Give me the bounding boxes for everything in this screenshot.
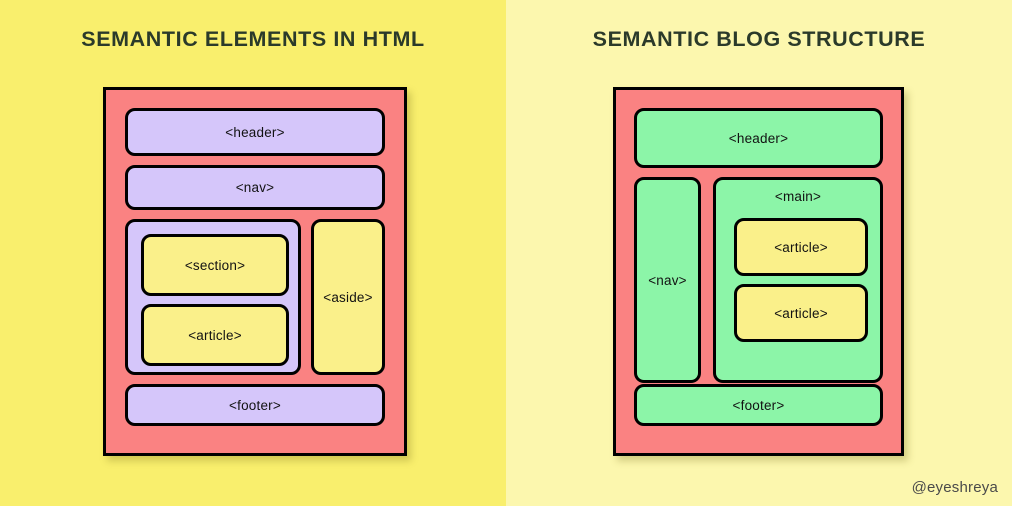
- right-article-block-2: <article>: [734, 284, 868, 342]
- left-aside-block: <aside>: [311, 219, 385, 375]
- semantic-elements-diagram: <header> <nav> <section> <article> <asid…: [103, 87, 407, 456]
- right-main-block: <main> <article> <article>: [713, 177, 883, 383]
- left-footer-block: <footer>: [125, 384, 385, 426]
- left-panel: SEMANTIC ELEMENTS IN HTML <header> <nav>…: [0, 0, 506, 506]
- right-article-block-1: <article>: [734, 218, 868, 276]
- left-section-block: <section>: [141, 234, 289, 296]
- left-panel-title: SEMANTIC ELEMENTS IN HTML: [81, 27, 425, 51]
- semantic-blog-structure-diagram: <header> <nav> <main> <article> <article…: [613, 87, 904, 456]
- left-content-wrapper-block: <section> <article>: [125, 219, 301, 375]
- left-header-block: <header>: [125, 108, 385, 156]
- left-nav-block: <nav>: [125, 165, 385, 210]
- right-footer-block: <footer>: [634, 384, 883, 426]
- right-main-label: <main>: [774, 189, 822, 204]
- right-panel-title: SEMANTIC BLOG STRUCTURE: [592, 27, 926, 51]
- author-watermark: @eyeshreya: [911, 479, 998, 496]
- right-header-block: <header>: [634, 108, 883, 168]
- right-panel: SEMANTIC BLOG STRUCTURE <header> <nav> <…: [506, 0, 1012, 506]
- left-article-block: <article>: [141, 304, 289, 366]
- right-nav-block: <nav>: [634, 177, 701, 383]
